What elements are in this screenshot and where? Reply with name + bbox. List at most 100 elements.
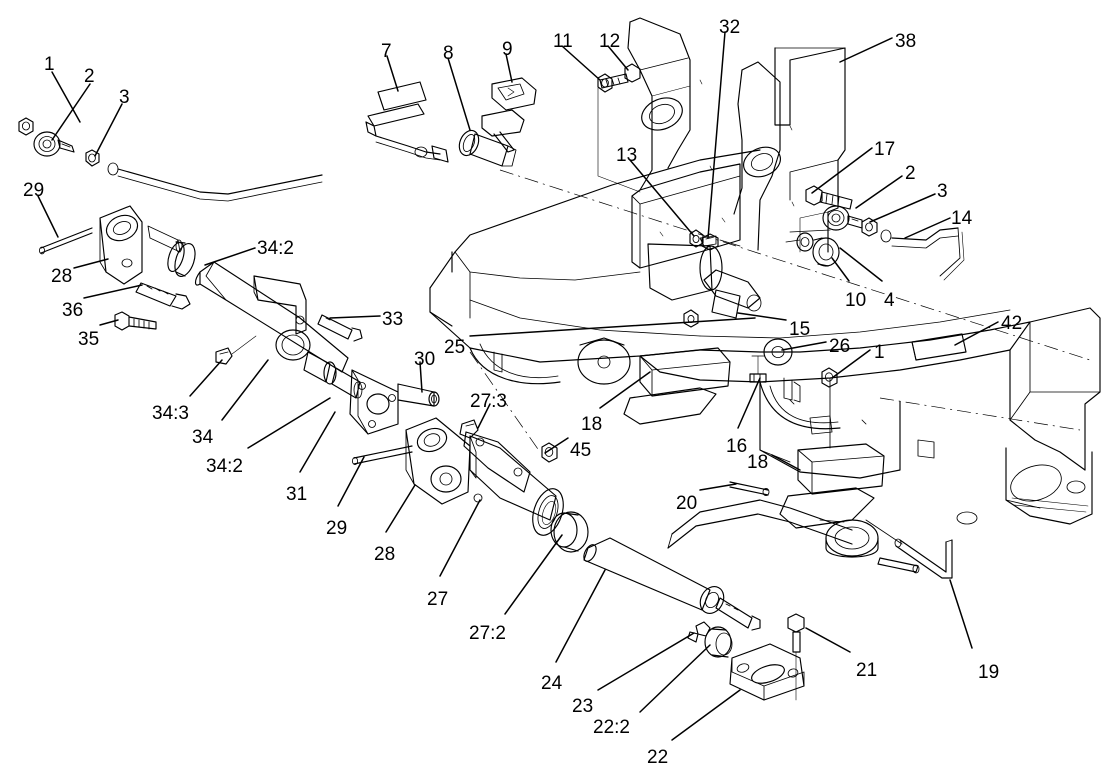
callout-leader-22-2 [639,644,711,713]
callout-label-35: 35 [78,329,100,350]
callout-label-20: 20 [676,493,698,514]
callout-label-12: 12 [599,31,621,52]
chassis-frame [429,17,1101,525]
callout-leader-14 [904,217,951,239]
callout-label-3: 3 [937,181,948,202]
callout-leader-18 [771,454,801,471]
callout-leader-26 [781,341,827,351]
callout-leader-25 [469,317,756,337]
callout-leader-17 [811,147,873,194]
callout-label-16: 16 [726,436,748,457]
callout-label-13: 13 [616,145,638,166]
callout-leader-30 [419,361,423,393]
callout-leader-35 [99,319,119,326]
callout-leader-34-2 [247,397,331,449]
callout-leader-24 [555,569,606,663]
callout-label-1: 1 [874,342,885,363]
callout-label-33: 33 [382,309,404,330]
callout-label-34-2: 34:2 [257,238,294,259]
callout-leader-22 [671,689,741,741]
callout-leader-2 [855,175,903,209]
callout-leader-36 [83,284,143,299]
callout-leader-31 [299,411,336,473]
callout-label-29: 29 [326,518,348,539]
callout-leader-12 [607,45,629,71]
callout-leader-34-2 [204,247,256,266]
callout-label-9: 9 [502,39,513,60]
callout-leader-27-2 [504,534,563,615]
callout-label-22-2: 22:2 [593,717,630,738]
callout-leader-9 [505,53,513,83]
callout-label-32: 32 [719,17,741,38]
callout-leader-38 [839,37,893,63]
callout-label-2: 2 [84,66,95,87]
callout-leader-32 [707,31,726,239]
callout-leader-4 [839,247,883,282]
callout-leader-45 [544,437,569,454]
callout-leader-3 [869,193,936,223]
callout-label-28: 28 [374,544,396,565]
callout-label-25: 25 [444,337,466,358]
callout-leader-1 [51,71,81,123]
callout-label-2: 2 [905,163,916,184]
callout-label-27-3: 27:3 [470,391,507,412]
callout-leader-33 [329,315,381,319]
callout-label-23: 23 [572,696,594,717]
callout-label-45: 45 [570,440,592,461]
callout-leader-18 [599,371,651,409]
callout-label-28: 28 [51,266,73,287]
callout-label-18: 18 [747,452,769,473]
callout-leader-8 [447,57,471,131]
callout-leader-19 [949,579,973,649]
callout-label-38: 38 [895,31,917,52]
right-linkage-assembly [623,185,967,579]
callout-leader-lines [37,31,999,741]
callout-label-24: 24 [541,673,563,694]
callout-label-15: 15 [789,319,811,340]
callout-leader-3 [94,103,123,157]
callout-label-7: 7 [381,41,392,62]
callout-label-34-3: 34:3 [152,403,189,424]
callout-label-17: 17 [874,139,896,160]
callout-leader-34 [221,359,269,421]
callout-label-21: 21 [856,660,878,681]
callout-leader-1 [831,349,871,379]
callout-label-19: 19 [978,662,1000,683]
callout-label-8: 8 [443,43,454,64]
callout-label-26: 26 [829,336,851,357]
callout-leader-15 [737,312,787,321]
callout-label-31: 31 [286,484,308,505]
callout-leader-16 [737,377,761,429]
callout-leader-27 [439,499,481,577]
callout-label-22: 22 [647,747,669,768]
callout-label-1: 1 [44,54,55,75]
callout-leader-27-3 [477,403,491,429]
callout-leader-20 [699,483,737,491]
callout-leader-29 [337,456,365,507]
callout-leader-2 [51,83,91,141]
callout-leader-34-3 [189,359,223,397]
callout-label-30: 30 [414,349,436,370]
callout-label-29: 29 [23,180,45,201]
callout-label-36: 36 [62,300,84,321]
callout-label-34-2: 34:2 [206,456,243,477]
callout-label-42: 42 [1001,313,1023,334]
callout-label-27: 27 [427,589,449,610]
left-linkage-assembly [18,117,805,701]
callout-leader-28 [385,484,416,533]
callout-label-10: 10 [845,290,867,311]
callout-leader-29 [37,195,59,238]
callout-leader-7 [386,55,399,92]
callout-label-18: 18 [581,414,603,435]
callout-label-27-2: 27:2 [469,623,506,644]
callout-label-11: 11 [553,31,573,52]
callout-leader-28 [73,258,109,269]
callout-leader-10 [831,257,850,282]
callout-label-3: 3 [119,87,130,108]
callout-label-14: 14 [951,208,973,229]
callout-leader-13 [629,159,695,237]
callout-leader-42 [954,321,999,346]
callout-leader-23 [597,632,695,691]
